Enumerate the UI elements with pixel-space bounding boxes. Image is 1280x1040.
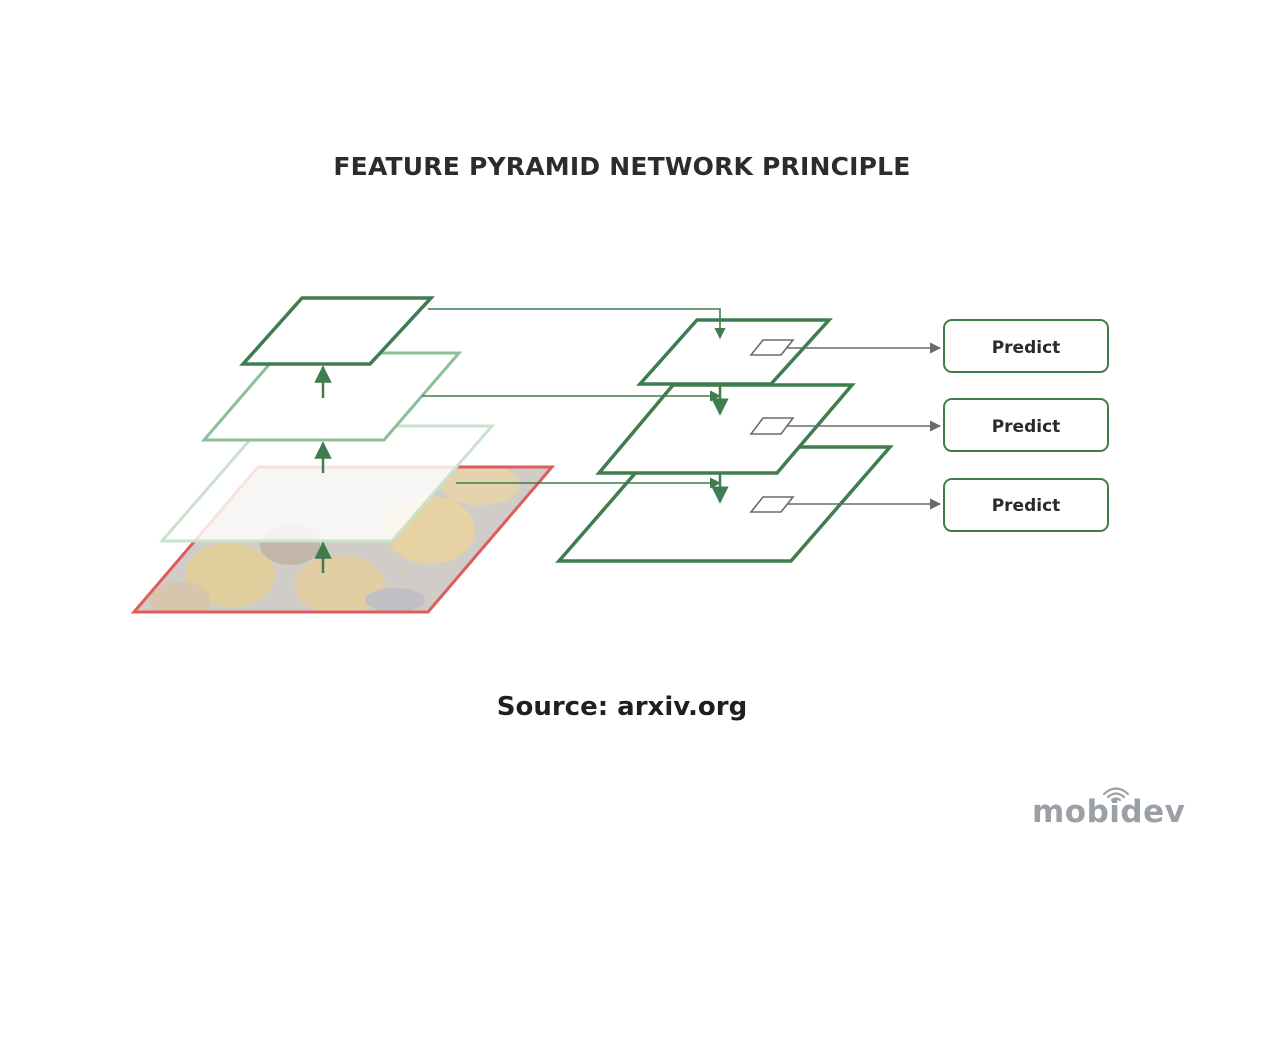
bottom-up-layer-3	[239, 296, 436, 366]
top-down-layer-bottom	[555, 445, 894, 563]
predict-box: Predict	[943, 398, 1109, 452]
wifi-signal-icon	[1102, 787, 1130, 802]
anchor-box-icon	[749, 417, 795, 435]
source-caption: Source: arxiv.org	[496, 692, 748, 722]
predict-label: Predict	[992, 496, 1061, 516]
top-down-layer-top	[636, 318, 833, 386]
logo-text: mobidev	[1032, 794, 1185, 830]
predict-label: Predict	[992, 417, 1061, 437]
predict-box: Predict	[943, 478, 1109, 532]
anchor-box-icon	[749, 496, 795, 513]
bottom-up-layer-1	[158, 424, 496, 543]
predict-label: Predict	[992, 338, 1061, 358]
lateral-connection-top	[428, 308, 726, 340]
diagram-title: FEATURE PYRAMID NETWORK PRINCIPLE	[333, 152, 911, 181]
bottom-up-layer-2	[200, 351, 463, 442]
anchor-box-icon	[749, 339, 795, 356]
mobidev-logo: mobidev	[1032, 787, 1185, 830]
predict-box: Predict	[943, 319, 1109, 373]
top-down-layer-middle	[595, 383, 856, 475]
